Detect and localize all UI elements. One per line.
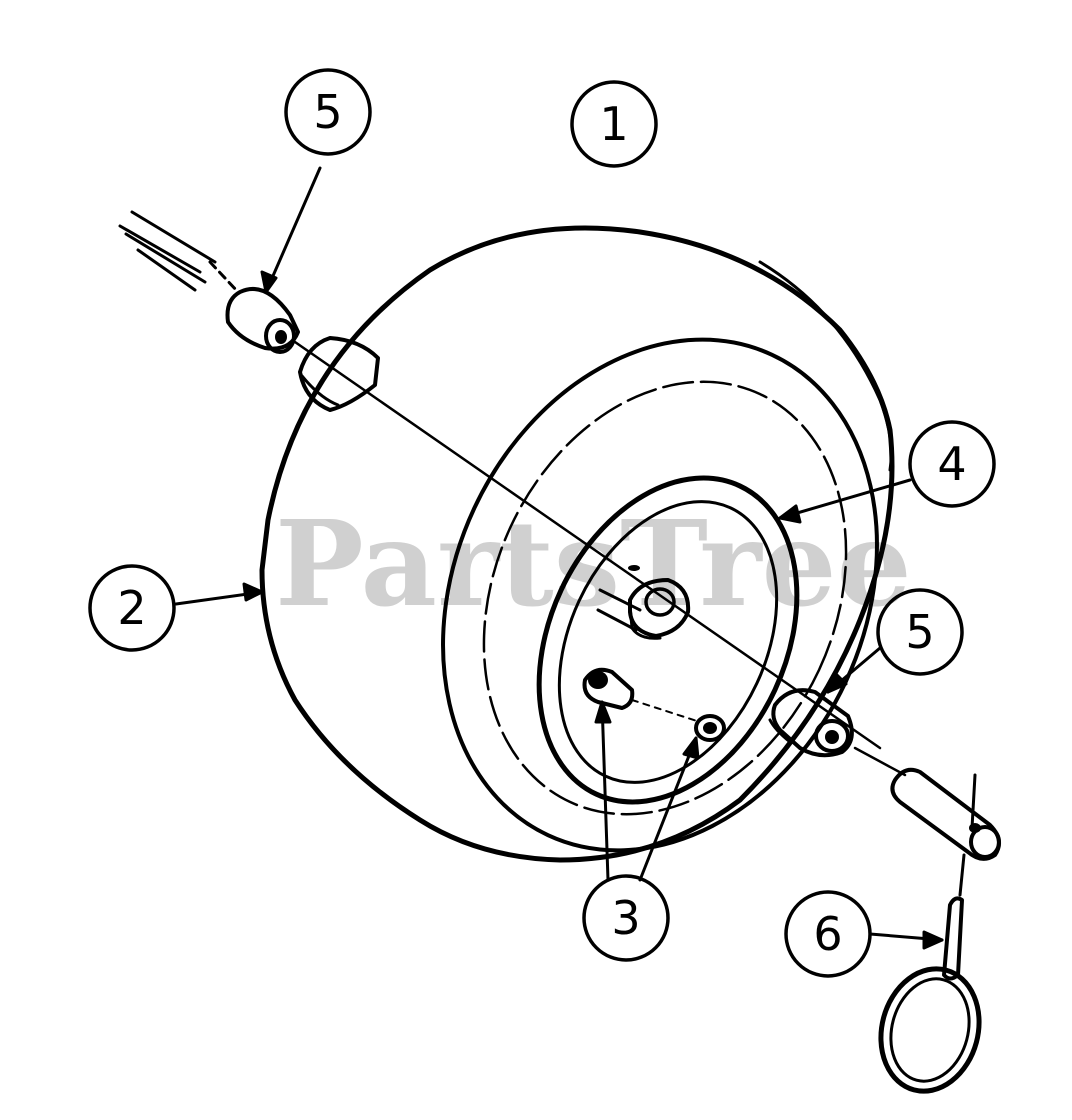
hub-center xyxy=(628,565,691,640)
axle-left xyxy=(118,210,240,294)
arrowhead-3-right xyxy=(682,736,700,760)
callout-4: 4 xyxy=(908,420,996,508)
callout-5-right: 5 xyxy=(876,588,964,676)
watermark: PartsTree xyxy=(275,494,912,633)
callout-6-label: 6 xyxy=(813,907,842,961)
leader-3-right xyxy=(638,736,698,882)
callout-5-top-label: 5 xyxy=(313,85,342,139)
arrowhead-3-left xyxy=(594,700,612,724)
hub-tube-right xyxy=(768,718,792,744)
callout-2: 2 xyxy=(88,564,176,652)
leader-3-left xyxy=(600,700,610,882)
grease-fitting-left xyxy=(582,667,635,710)
arrowhead-5-right xyxy=(826,672,848,694)
arrowhead-2 xyxy=(242,582,264,602)
grease-fitting-right xyxy=(694,714,726,742)
callout-5-top: 5 xyxy=(284,68,372,156)
callout-6: 6 xyxy=(784,890,872,978)
callout-1-label: 1 xyxy=(599,97,628,151)
leader-4 xyxy=(778,478,912,520)
leader-5-top xyxy=(264,166,322,294)
arrowhead-4 xyxy=(778,504,802,524)
callout-3: 3 xyxy=(582,874,670,962)
leader-lines xyxy=(174,166,944,950)
callout-1: 1 xyxy=(570,80,658,168)
callout-3-label: 3 xyxy=(611,891,640,945)
hitch-pin xyxy=(878,853,982,1094)
spacer-top xyxy=(225,286,300,354)
fitting-connector-line xyxy=(631,699,701,723)
spacer-right xyxy=(771,688,854,758)
arrowhead-6 xyxy=(922,930,944,950)
tire xyxy=(259,225,895,863)
hub-boss-back xyxy=(298,336,380,412)
arrowhead-5-top xyxy=(260,270,278,294)
callout-5-right-label: 5 xyxy=(905,605,934,659)
callout-4-label: 4 xyxy=(937,437,966,491)
axle-stub-right xyxy=(890,767,1001,861)
callout-2-label: 2 xyxy=(117,581,146,635)
axle-centerline-right xyxy=(853,746,907,777)
